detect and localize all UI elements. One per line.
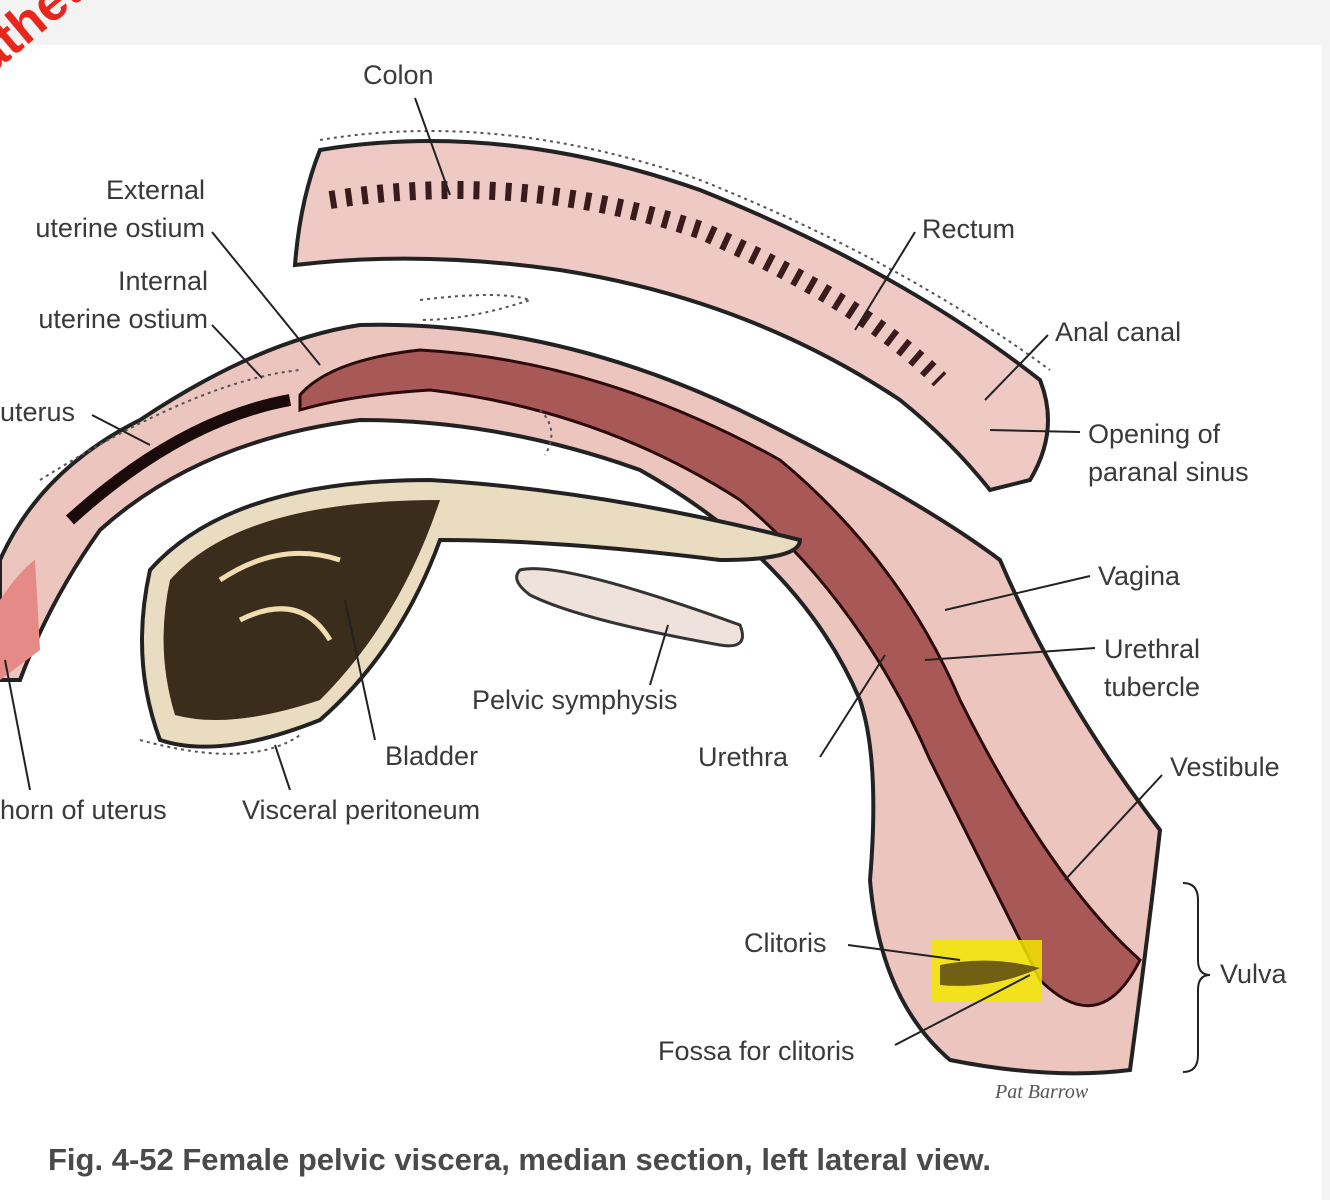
label-tubercle-2: tubercle	[1104, 672, 1201, 702]
uterus-vagina	[0, 322, 1163, 1076]
label-paranal-2: paranal sinus	[1088, 457, 1249, 487]
pelvic-symphysis	[515, 567, 744, 648]
label-external-ostium-2: uterine ostium	[35, 213, 205, 243]
label-rectum: Rectum	[922, 214, 1016, 244]
colon-rectum	[292, 139, 1050, 493]
figure-caption: Fig. 4-52 Female pelvic viscera, median …	[48, 1142, 992, 1177]
label-vestibule: Vestibule	[1170, 752, 1280, 782]
leader-lines	[4, 97, 1211, 1073]
label-anal-canal: Anal canal	[1055, 317, 1182, 347]
label-bladder: Bladder	[385, 741, 479, 771]
label-paranal-1: Opening of	[1088, 419, 1221, 449]
label-vulva: Vulva	[1220, 959, 1287, 989]
signature: Pat Barrow	[994, 1081, 1089, 1103]
label-external-ostium-1: External	[105, 175, 205, 205]
vaginal-lumen	[298, 348, 1142, 1008]
label-internal-ostium-2: uterine ostium	[38, 304, 208, 334]
label-internal-ostium-1: Internal	[117, 266, 208, 296]
label-urethra: Urethra	[698, 742, 789, 772]
label-tubercle-1: Urethral	[1104, 634, 1201, 664]
label-uterus: uterus	[0, 397, 76, 427]
label-horn: horn of uterus	[0, 795, 167, 825]
label-colon: Colon	[363, 60, 434, 90]
label-peritoneum: Visceral peritoneum	[242, 795, 481, 825]
label-clitoris: Clitoris	[744, 928, 827, 958]
label-symphysis: Pelvic symphysis	[472, 685, 678, 715]
label-vagina: Vagina	[1098, 561, 1181, 591]
label-fossa: Fossa for clitoris	[658, 1036, 855, 1066]
